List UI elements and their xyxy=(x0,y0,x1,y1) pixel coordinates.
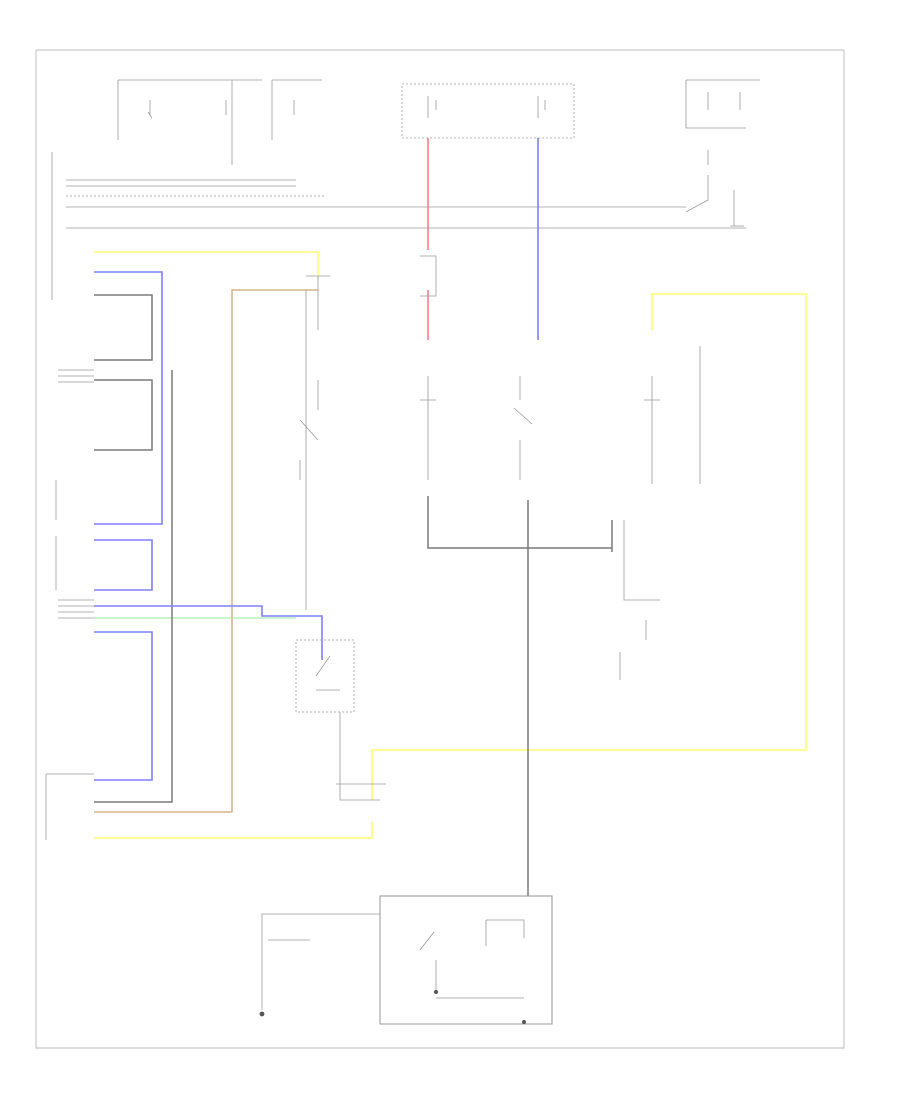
top-right-fuse-wire xyxy=(707,92,741,110)
top-right-fuse-group xyxy=(685,79,760,227)
starter-box xyxy=(379,895,553,1025)
ground-point xyxy=(259,1011,265,1017)
top-relay-box-outline xyxy=(401,83,575,139)
center-relay-ground xyxy=(427,496,613,552)
top-right-fuse-bracket xyxy=(685,79,760,129)
starter-terminal xyxy=(434,990,438,994)
junction-c-bracket xyxy=(336,760,386,801)
junction-b-bracket xyxy=(420,255,437,297)
ecu-bracket xyxy=(45,773,94,840)
blue-wire-harness xyxy=(94,271,163,781)
right-bottom-relay-wire xyxy=(619,520,660,680)
black-wire-top xyxy=(94,294,153,361)
starter-feed-wire xyxy=(261,913,380,941)
top-right-bracket-2 xyxy=(730,190,744,227)
fuse-1-bracket xyxy=(117,79,192,140)
blue-wire-low xyxy=(94,631,153,781)
relay-2-internal xyxy=(537,96,546,118)
right-relay-coil xyxy=(644,376,660,484)
blue-wire-mid xyxy=(94,539,153,591)
top-relay-box xyxy=(401,83,575,139)
relay-1-internal xyxy=(427,96,437,118)
left-connectors xyxy=(55,369,94,619)
right-bottom-relay xyxy=(619,520,660,680)
fuse-2-bracket xyxy=(192,79,262,165)
junction-c xyxy=(336,760,386,801)
bottom-left-ecu xyxy=(45,773,94,840)
center-relay-2-contact xyxy=(513,376,533,480)
blue-wire-top xyxy=(94,271,163,525)
fuse-1-wire xyxy=(147,100,153,119)
neutral-switch xyxy=(295,639,355,760)
yellow-wire-loop xyxy=(371,293,807,800)
yellow-wire-bottom xyxy=(94,822,373,839)
neutral-switch-contacts xyxy=(315,655,340,691)
neutral-switch-box xyxy=(295,639,355,713)
junction-b xyxy=(420,255,437,297)
tan-wire-long xyxy=(94,289,318,813)
junction-a xyxy=(299,275,330,480)
blue-wire-neutral xyxy=(94,605,323,660)
starter-terminal-2 xyxy=(522,1020,526,1024)
top-right-drop xyxy=(685,150,709,213)
left-connector-1 xyxy=(58,369,94,383)
center-relay-2 xyxy=(513,376,533,480)
fuse-3-bracket xyxy=(271,79,322,140)
junction-a-bracket xyxy=(306,275,330,330)
left-connector-2 xyxy=(58,599,94,619)
starter-inner-contact xyxy=(419,919,525,951)
black-wire-mid xyxy=(94,379,153,451)
left-bus-lines xyxy=(51,152,746,300)
center-relay-1 xyxy=(420,376,436,480)
yellow-wire-top xyxy=(94,251,319,276)
center-relay-1-coil xyxy=(420,376,436,480)
black-wire-long xyxy=(94,370,173,803)
starter-assembly xyxy=(259,895,553,1025)
diagram-frame xyxy=(35,49,845,1049)
top-fuse-group xyxy=(117,79,322,165)
starter-inner-coil xyxy=(435,960,524,999)
switch-a xyxy=(299,380,319,480)
right-relay xyxy=(644,346,701,484)
